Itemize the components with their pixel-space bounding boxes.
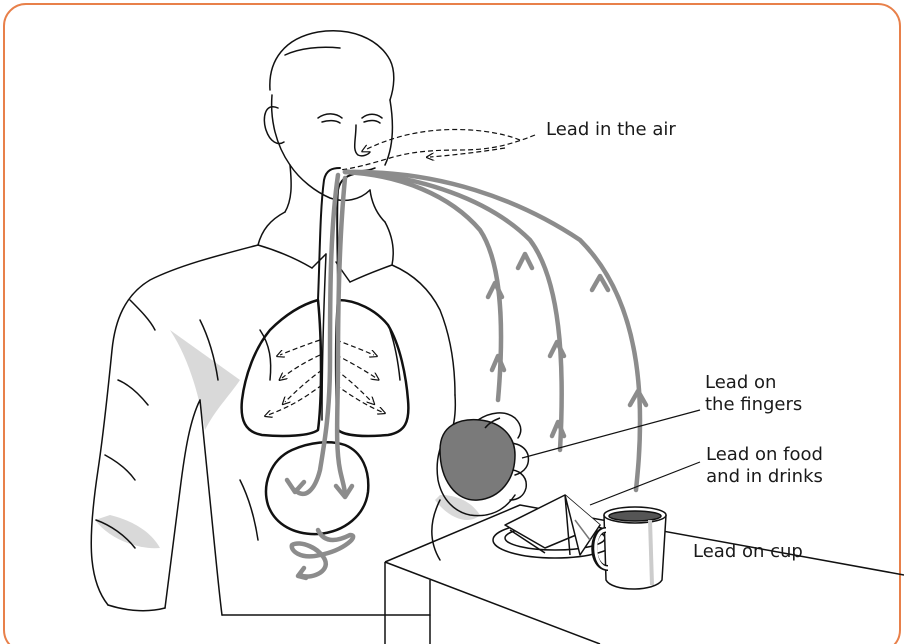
cup-illustration	[594, 507, 666, 589]
label-line: Lead on	[705, 372, 802, 394]
apple-illustration	[440, 418, 515, 500]
leader-lines	[522, 410, 700, 505]
label-lead-in-the-air: Lead in the air	[546, 119, 676, 141]
lungs-illustration	[242, 168, 409, 534]
label-lead-on-cup: Lead on cup	[693, 541, 803, 563]
label-lead-on-the-fingers: Lead on the fingers	[705, 372, 802, 416]
label-line: Lead on food	[706, 444, 823, 466]
label-lead-on-food-and-drinks: Lead on food and in drinks	[706, 444, 823, 488]
label-line: the fingers	[705, 394, 802, 416]
sandwich-illustration	[493, 495, 617, 558]
label-line: and in drinks	[706, 466, 823, 488]
person-illustration	[91, 31, 528, 615]
